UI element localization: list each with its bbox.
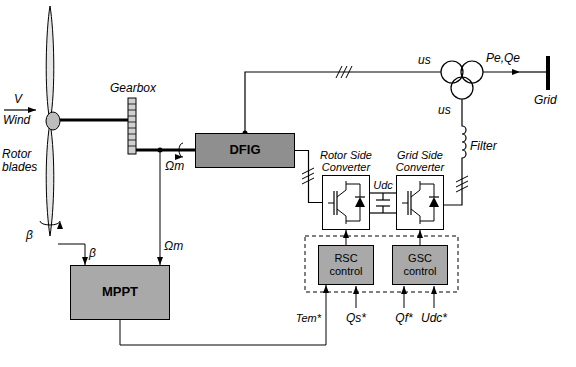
converter-title: Grid Side Converter: [385, 149, 455, 174]
signal-label: Qs*: [346, 312, 366, 325]
high-speed-shaft: [136, 149, 195, 152]
reference-input-arrow: [434, 286, 435, 308]
igbt-symbol: [328, 181, 365, 224]
signal-label: Qf*: [395, 312, 412, 325]
signal-label: Udc*: [421, 312, 447, 325]
reference-input-arrow: [404, 286, 405, 308]
junction-dot: [158, 148, 163, 153]
signal-label: us: [438, 104, 451, 117]
three-phase-mark: [456, 176, 468, 192]
signal-label: Pe,Qe: [486, 52, 520, 65]
node-label: MPPT: [102, 285, 138, 300]
wind-arrow: [4, 109, 36, 110]
signal-label: Grid: [534, 94, 557, 107]
grid-bus: [546, 56, 550, 90]
pitch-arrow: [40, 221, 60, 225]
igbt-symbol: [402, 181, 439, 224]
control-box: GSC control: [392, 245, 448, 285]
converter-title: Rotor Side Converter: [311, 149, 381, 174]
signal-label: Gearbox: [110, 82, 156, 95]
rotor-blade: [46, 122, 54, 236]
signal-label: us: [418, 54, 431, 67]
signal-label: Ωm: [165, 160, 184, 173]
pitch-signal-wire: [58, 244, 85, 265]
control-box: RSC control: [318, 245, 374, 285]
gearbox-symbol: [128, 98, 136, 154]
signal-label: Ωm: [164, 240, 183, 253]
transformer-symbol: [441, 61, 483, 99]
signal-label: Rotor blades: [2, 148, 42, 174]
mppt-box: MPPT: [70, 265, 170, 320]
grid-wire: [483, 71, 520, 72]
node-label: GSC control: [393, 252, 447, 277]
signal-label: β: [26, 229, 33, 242]
power-wire: [295, 151, 322, 203]
rotation-arrow: [179, 143, 183, 157]
dc-link-capacitor: [370, 193, 396, 213]
reference-input-arrow: [356, 286, 357, 308]
signal-label: β: [89, 247, 96, 260]
generator-box: DFIG: [195, 133, 295, 168]
signal-label: V: [14, 93, 22, 106]
three-phase-mark: [336, 66, 352, 78]
edge-label: Tem*: [295, 312, 322, 324]
power-wire: [370, 192, 396, 193]
stator-wire: [245, 72, 441, 133]
signal-arrow: [420, 230, 421, 245]
converter-box: Grid Side Converter: [396, 175, 444, 230]
rotor-hub: [46, 112, 60, 130]
signal-label: Wind: [3, 114, 30, 127]
control-group-frame: [305, 236, 458, 292]
node-label: RSC control: [319, 252, 373, 277]
gear-teeth: [128, 104, 136, 146]
low-speed-shaft: [60, 119, 128, 122]
rotor-blade: [46, 6, 54, 122]
signal-label: Filter: [470, 140, 497, 153]
edge-label: Udc: [372, 179, 394, 191]
converter-box: Rotor Side Converter: [322, 175, 370, 230]
signal-arrow: [346, 230, 347, 245]
speed-signal-wire: [160, 152, 161, 265]
grid-wire: [520, 71, 547, 72]
node-label: DFIG: [229, 143, 260, 158]
